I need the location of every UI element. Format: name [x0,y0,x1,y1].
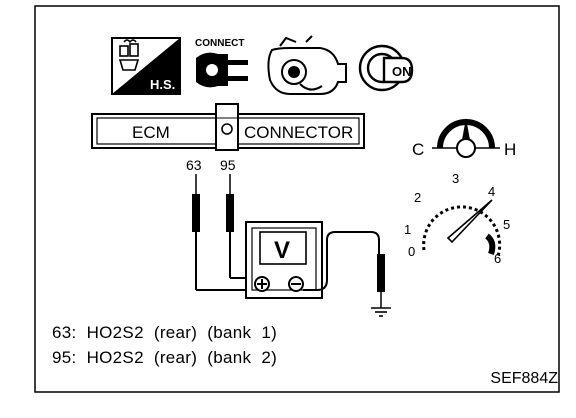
pin-label-95: 95 [220,157,236,173]
tach-tick-5: 5 [503,217,510,232]
hot-start-label: H.S. [150,77,175,92]
engine-icon [267,35,347,95]
tach-tick-0: 0 [408,244,415,259]
tach-tick-4: 4 [488,184,495,199]
connector-label: CONNECTOR [244,123,353,142]
voltmeter-display: V [274,237,290,264]
tachometer [422,199,502,257]
connect-label: CONNECT [195,38,244,49]
connect-icon: CONNECT [195,38,248,88]
tach-tick-2: 2 [414,190,421,205]
tach-tick-3: 3 [452,171,459,186]
pin-label-63: 63 [186,157,202,173]
ecm-label: ECM [132,123,170,142]
voltmeter: V [245,221,323,299]
legend-line-2: 95: HO2S2 (rear) (bank 2) [52,348,278,367]
ecm-connector: ECM CONNECTOR [91,103,365,151]
figure-reference: SEF884Z [490,370,558,387]
legend-line-1: 63: HO2S2 (rear) (bank 1) [52,323,278,342]
ignition-key-icon: ON [358,44,414,92]
probe-pin-63: 63 [186,157,252,291]
temp-hot-label: H [504,140,516,159]
ground-lead [303,231,391,317]
hot-start-icon: H.S. [111,37,181,95]
outer-frame [34,5,560,393]
temperature-gauge: C H [412,118,516,159]
tach-tick-1: 1 [404,222,411,237]
tach-tick-6: 6 [494,251,501,266]
ignition-on-label: ON [392,64,412,79]
temp-cold-label: C [412,140,424,159]
